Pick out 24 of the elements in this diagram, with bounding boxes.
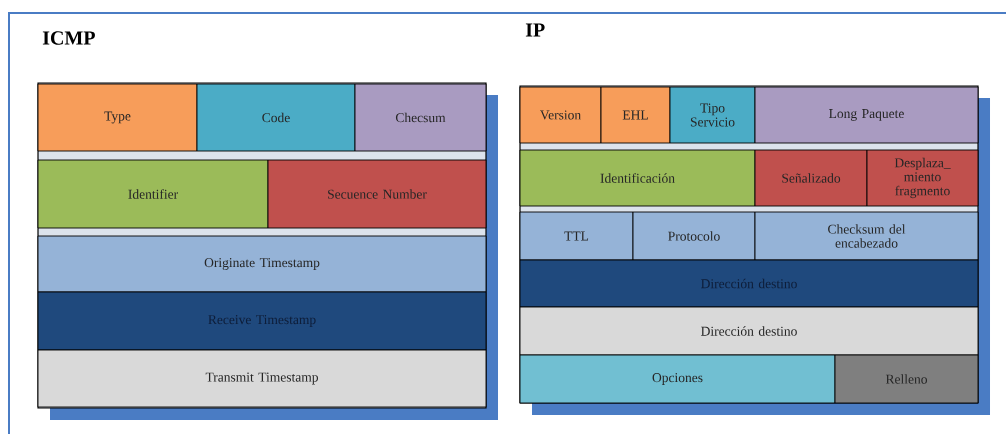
field-cell: Identificación bbox=[519, 149, 756, 207]
frame-title: IP bbox=[525, 23, 545, 37]
field-cell: Secuence Number bbox=[267, 159, 487, 229]
field-cell: Checksum del encabezado bbox=[754, 211, 979, 261]
field-cell: Checsum bbox=[354, 83, 487, 152]
field-cell: Receive Timestamp bbox=[37, 291, 487, 351]
field-cell: TTL bbox=[519, 211, 634, 261]
field-cell: Identifier bbox=[37, 159, 269, 229]
field-cell: Dirección destino bbox=[519, 306, 979, 356]
field-cell: EHL bbox=[600, 86, 671, 144]
field-cell: Señalizado bbox=[754, 149, 868, 207]
field-cell: Long Paquete bbox=[754, 86, 979, 144]
field-cell: Transmit Timestamp bbox=[37, 349, 487, 408]
field-cell: Tipo Servicio bbox=[669, 86, 756, 144]
field-cell: Dirección destino bbox=[519, 259, 979, 308]
field-cell: Type bbox=[37, 83, 198, 152]
field-cell: Code bbox=[196, 83, 356, 152]
field-cell: Desplaza_ miento fragmento bbox=[866, 149, 979, 207]
field-cell: Opciones bbox=[519, 354, 836, 404]
field-cell: Relleno bbox=[834, 354, 979, 404]
field-cell: Protocolo bbox=[632, 211, 756, 261]
frame-title: ICMP bbox=[42, 31, 95, 45]
field-cell: Originate Timestamp bbox=[37, 235, 487, 293]
field-cell: Version bbox=[519, 86, 602, 144]
